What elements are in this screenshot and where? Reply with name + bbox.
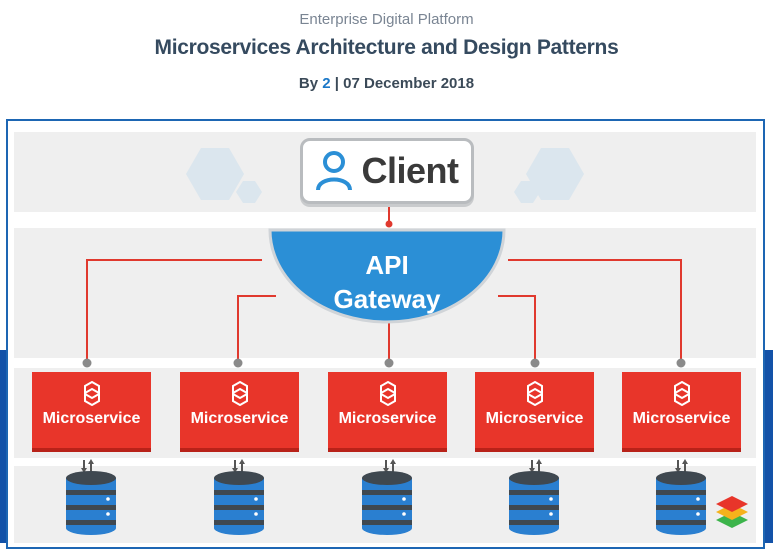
connector-start-dots <box>385 220 393 228</box>
author-link[interactable]: 2 <box>322 75 331 92</box>
hexagon-cluster-icon <box>527 380 543 406</box>
microservice-label: Microservice <box>632 410 731 427</box>
microservice-label: Microservice <box>190 410 289 427</box>
microservice-box: Microservice <box>328 372 447 448</box>
diagram-graphics <box>66 148 748 535</box>
microservice-box: Microservice <box>475 372 594 448</box>
api-gateway-shape <box>268 228 506 324</box>
page-title: Microservices Architecture and Design Pa… <box>154 36 619 59</box>
client-label: Client <box>361 150 459 191</box>
byline-separator: | <box>334 75 339 92</box>
decorative-hexagons-left <box>186 148 262 203</box>
layers-logo-icon <box>716 496 748 528</box>
hexagon-cluster-icon <box>232 380 248 406</box>
microservice-label: Microservice <box>485 410 584 427</box>
microservice-box: Microservice <box>180 372 299 448</box>
database-icon <box>66 471 116 535</box>
connector-lines <box>86 204 682 361</box>
sync-arrows-icon <box>81 459 688 473</box>
gateway-label-line1: API <box>365 250 409 280</box>
category-label: Enterprise Digital Platform <box>299 11 474 28</box>
hexagon-cluster-icon <box>84 380 100 406</box>
database-icon <box>362 471 412 535</box>
decorative-hexagons-right <box>514 148 584 203</box>
microservice-label: Microservice <box>42 410 141 427</box>
microservice-label: Microservice <box>338 410 437 427</box>
database-icon <box>656 471 706 535</box>
database-icon <box>214 471 264 535</box>
microservice-box: Microservice <box>32 372 151 448</box>
database-icon <box>509 471 559 535</box>
hexagon-cluster-icon <box>674 380 690 406</box>
hexagon-cluster-icon <box>380 380 396 406</box>
gateway-label-line2: Gateway <box>333 284 441 314</box>
client-box: Client <box>300 138 474 204</box>
byline: By 2 | 07 December 2018 <box>0 75 773 92</box>
architecture-diagram: Client API Gateway Microservice Microser… <box>14 132 756 543</box>
publish-date: 07 December 2018 <box>343 75 475 92</box>
user-icon <box>316 151 353 191</box>
connector-end-dots <box>82 358 686 368</box>
microservice-box: Microservice <box>622 372 741 448</box>
byline-prefix: By <box>298 75 319 92</box>
